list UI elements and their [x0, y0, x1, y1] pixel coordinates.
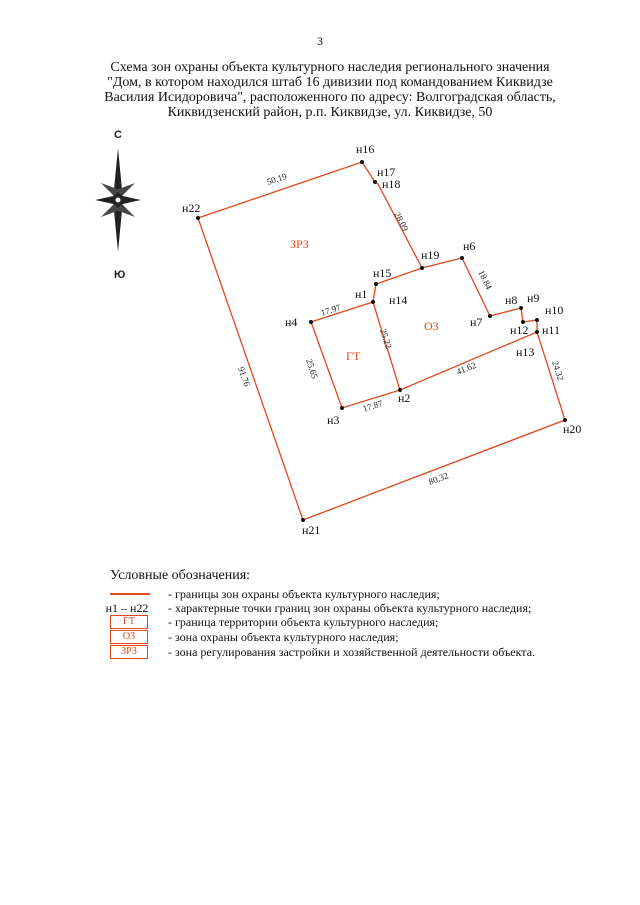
- zone-label-oz: ОЗ: [424, 319, 439, 333]
- compass-south-label: Ю: [114, 269, 125, 281]
- point-marker: [196, 216, 200, 220]
- point-label-n2: н2: [398, 391, 410, 405]
- point-marker: [374, 282, 378, 286]
- point-label-n19: н19: [421, 248, 439, 262]
- legend-item-symbol: ОЗ: [110, 630, 148, 644]
- compass-ne-point: [116, 183, 135, 196]
- legend-item-symbol: н1 – н22: [105, 601, 149, 615]
- point-marker: [398, 388, 402, 392]
- point-marker: [519, 306, 523, 310]
- point-label-n9: н9: [527, 291, 539, 305]
- point-marker: [420, 266, 424, 270]
- legend-item: н1 – н22 - характерные точки границ зон …: [96, 601, 616, 616]
- compass-east-arrow: [118, 195, 141, 205]
- point-marker: [371, 300, 375, 304]
- title-line: Схема зон охраны объекта культурного нас…: [110, 60, 550, 75]
- point-label-n18: н18: [382, 177, 400, 191]
- point-marker: [309, 320, 313, 324]
- legend-item-text: - зона охраны объекта культурного наслед…: [168, 630, 399, 644]
- point-marker: [301, 518, 305, 522]
- page-number: 3: [317, 34, 323, 48]
- point-marker: [360, 160, 364, 164]
- legend-item-text: - границы зон охраны объекта культурного…: [168, 587, 440, 601]
- point-label-n21: н21: [302, 523, 320, 537]
- compass-nw-point: [101, 183, 120, 196]
- point-marker: [563, 418, 567, 422]
- dimension-label: 25.65: [304, 358, 320, 381]
- point-label-n15: н15: [373, 266, 391, 280]
- legend-item-symbol: ГТ: [110, 615, 148, 629]
- zone-label-gt: ГТ: [346, 349, 361, 363]
- point-marker: [460, 256, 464, 260]
- legend-item: ЗРЗ - зона регулирования застройки и хоз…: [96, 645, 616, 660]
- point-label-n4: н4: [285, 315, 297, 329]
- point-marker: [521, 320, 525, 324]
- legend-item: ОЗ - зона охраны объекта культурного нас…: [96, 630, 616, 645]
- point-label-n17: н17: [377, 165, 395, 179]
- point-label-n11: н11: [542, 323, 560, 337]
- dimension-label: 80.32: [427, 470, 449, 487]
- title-line: Киквидзенский район, р.п. Киквидзе, ул. …: [167, 105, 493, 120]
- point-marker: [535, 318, 539, 322]
- title-line: "Дом, в котором находился штаб 16 дивизи…: [107, 75, 553, 90]
- compass-north-arrow: [113, 148, 123, 200]
- dimension-label: 28.09: [392, 210, 411, 233]
- point-label-n22: н22: [182, 201, 200, 215]
- zone-label-zrz: ЗРЗ: [290, 237, 309, 251]
- point-label-n12: н12: [510, 323, 528, 337]
- oz-boundary: [372, 257, 538, 391]
- point-label-n7: н7: [470, 315, 482, 329]
- legend-item-text: - граница территории объекта культурного…: [168, 615, 439, 629]
- legend-item-symbol: ЗРЗ: [110, 645, 148, 659]
- compass-north-label: С: [114, 129, 122, 141]
- title-line: Василия Исидоровича", расположенного по …: [104, 90, 556, 105]
- point-label-n13: н13: [516, 345, 534, 359]
- legend-item-text: - характерные точки границ зон охраны об…: [168, 601, 532, 615]
- compass-sw-point: [101, 204, 120, 217]
- point-label-n16: н16: [356, 142, 374, 156]
- point-label-n20: н20: [563, 422, 581, 436]
- point-label-n6: н6: [463, 239, 475, 253]
- dimension-label: 41.62: [455, 360, 478, 377]
- boundary-points: [196, 160, 567, 522]
- point-label-n10: н10: [545, 303, 563, 317]
- dimension-label: 50.19: [266, 171, 289, 187]
- point-label-n8: н8: [505, 293, 517, 307]
- point-label-n1: н1: [355, 287, 367, 301]
- point-label-n3: н3: [327, 413, 339, 427]
- point-label-n14: н14: [389, 293, 407, 307]
- compass-se-point: [116, 204, 135, 217]
- dimension-label: 25.22: [378, 328, 394, 350]
- point-marker: [340, 406, 344, 410]
- compass-rose: С Ю: [95, 129, 141, 281]
- compass-west-arrow: [95, 195, 118, 205]
- legend-item-text: - зона регулирования застройки и хозяйст…: [168, 645, 536, 659]
- zrz-boundary-outer: [197, 217, 566, 521]
- document-title: Схема зон охраны объекта культурного нас…: [60, 60, 600, 120]
- dimension-label: 18.84: [476, 268, 494, 291]
- boundary-line-symbol: [110, 593, 150, 595]
- legend-item: ГТ - граница территории объекта культурн…: [96, 615, 616, 630]
- point-marker: [535, 330, 539, 334]
- legend-item: - границы зон охраны объекта культурного…: [96, 587, 616, 602]
- compass-south-arrow: [113, 200, 123, 252]
- point-marker: [373, 180, 377, 184]
- compass-center: [114, 196, 122, 204]
- point-marker: [488, 314, 492, 318]
- legend-title: Условные обозначения:: [110, 568, 251, 583]
